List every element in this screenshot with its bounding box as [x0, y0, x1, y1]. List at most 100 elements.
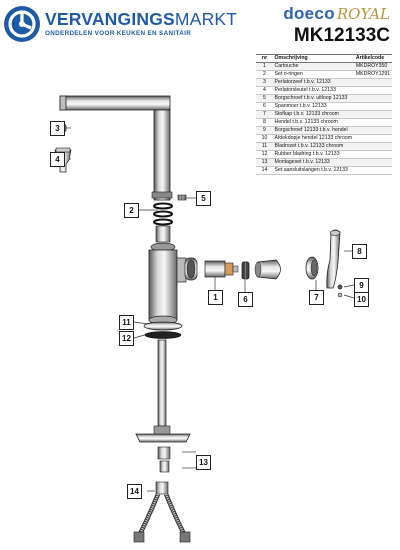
row-code: [354, 118, 392, 127]
table-header-row: nr Omschrijving Artikelcode: [256, 54, 392, 63]
row-nr: 7: [256, 110, 273, 119]
row-nr: 11: [256, 142, 273, 151]
mounting-rod: [157, 339, 167, 427]
row-description: Perlatorzeef t.b.v. 12133: [273, 78, 355, 87]
row-code: [354, 134, 392, 143]
row-nr: 14: [256, 166, 273, 175]
row-nr: 3: [256, 78, 273, 87]
tap-body: [148, 242, 187, 325]
royal-brand: ROYAL: [336, 5, 390, 23]
brand-tagline: ONDERDELEN VOOR KEUKEN EN SANITAIR: [45, 30, 192, 37]
callout-2: 2: [124, 203, 139, 218]
callout-14: 14: [127, 484, 142, 499]
col-header-nr: nr: [256, 54, 273, 63]
row-code: [354, 166, 392, 175]
dust-cap-ring-part: [305, 256, 319, 280]
row-description: Spanmoer t.b.v. 12133: [273, 102, 355, 111]
row-nr: 13: [256, 158, 273, 167]
row-description: Cartouche: [273, 62, 355, 71]
spout-lock-screw-part: [177, 194, 187, 201]
handle-screw-part: [337, 284, 343, 290]
callout-11: 11: [119, 315, 134, 330]
callout-5: 5: [196, 191, 211, 206]
row-nr: 9: [256, 126, 273, 135]
row-code: [354, 78, 392, 87]
callout-12: 12: [119, 331, 134, 346]
row-nr: 8: [256, 118, 273, 127]
row-nr: 1: [256, 62, 273, 71]
row-description: Hendel t.b.v. 12133 chroom: [273, 118, 355, 127]
row-code: [354, 150, 392, 159]
row-code: [354, 94, 392, 103]
callout-4: 4: [50, 152, 65, 167]
callout-9: 9: [354, 278, 369, 293]
clamp-nut-part: [241, 261, 250, 280]
callout-8: 8: [352, 244, 367, 259]
col-header-description: Omschrijving: [273, 54, 355, 63]
row-nr: 12: [256, 150, 273, 159]
spout-tip: [59, 95, 67, 111]
row-description: Borgschroef 12133 t.b.v. hendel: [273, 126, 355, 135]
row-nr: 6: [256, 102, 273, 111]
cartridge-housing: [184, 257, 198, 281]
handle-part: [326, 229, 341, 289]
rubber-ring-part: [144, 331, 182, 339]
cartridge-part: [204, 260, 239, 278]
row-description: Rubber bladring t.b.v. 12133: [273, 150, 355, 159]
row-code: MKDROY350: [354, 62, 392, 71]
row-description: Perlatorsleutel t.b.v. 12133: [273, 86, 355, 95]
row-code: [354, 110, 392, 119]
o-rings-part: [153, 202, 173, 243]
row-code: [354, 102, 392, 111]
row-description: Bladrozet t.b.v. 12133 chroom: [273, 142, 355, 151]
row-nr: 5: [256, 94, 273, 103]
row-code: [354, 142, 392, 151]
spout-collar: [151, 191, 173, 199]
row-nr: 10: [256, 134, 273, 143]
leader-lines: [62, 127, 355, 492]
dust-cap: [254, 259, 281, 280]
row-code: [354, 158, 392, 167]
brand-logo-icon: [4, 6, 40, 42]
row-description: Afdekdopje hendel 12133 chroom: [273, 134, 355, 143]
connection-hoses-part: [133, 481, 191, 543]
callout-1: 1: [208, 290, 223, 305]
row-description: Stofkap t.b.v. 12133 chroom: [273, 110, 355, 119]
spout-tube: [153, 109, 171, 201]
model-number: MK12133C: [293, 25, 390, 46]
vervangingsmarkt-logo: VERVANGINGSMARKT ONDERDELEN VOOR KEUKEN …: [4, 6, 237, 46]
doeco-brand: doeco: [283, 4, 335, 23]
callout-7: 7: [309, 290, 324, 305]
mounting-set-part: [135, 425, 191, 473]
brand-name: VERVANGINGSMARKT: [45, 9, 238, 29]
row-nr: 2: [256, 70, 273, 79]
rosette-part: [143, 321, 183, 331]
row-code: MKDROY1291: [354, 70, 392, 79]
row-description: Set aansluitslangen t.b.v. 12133: [273, 166, 355, 175]
row-description: Montageset t.b.v. 12133: [273, 158, 355, 167]
row-description: Set o-ringen: [273, 70, 355, 79]
row-description: Borgschroef t.b.v. uitloop 12133: [273, 94, 355, 103]
spout-arm: [59, 95, 171, 111]
col-header-code: Artikelcode: [354, 54, 392, 63]
row-nr: 4: [256, 86, 273, 95]
handle-cover-cap-part: [337, 292, 343, 298]
callout-3: 3: [50, 121, 65, 136]
callout-13: 13: [196, 455, 211, 470]
